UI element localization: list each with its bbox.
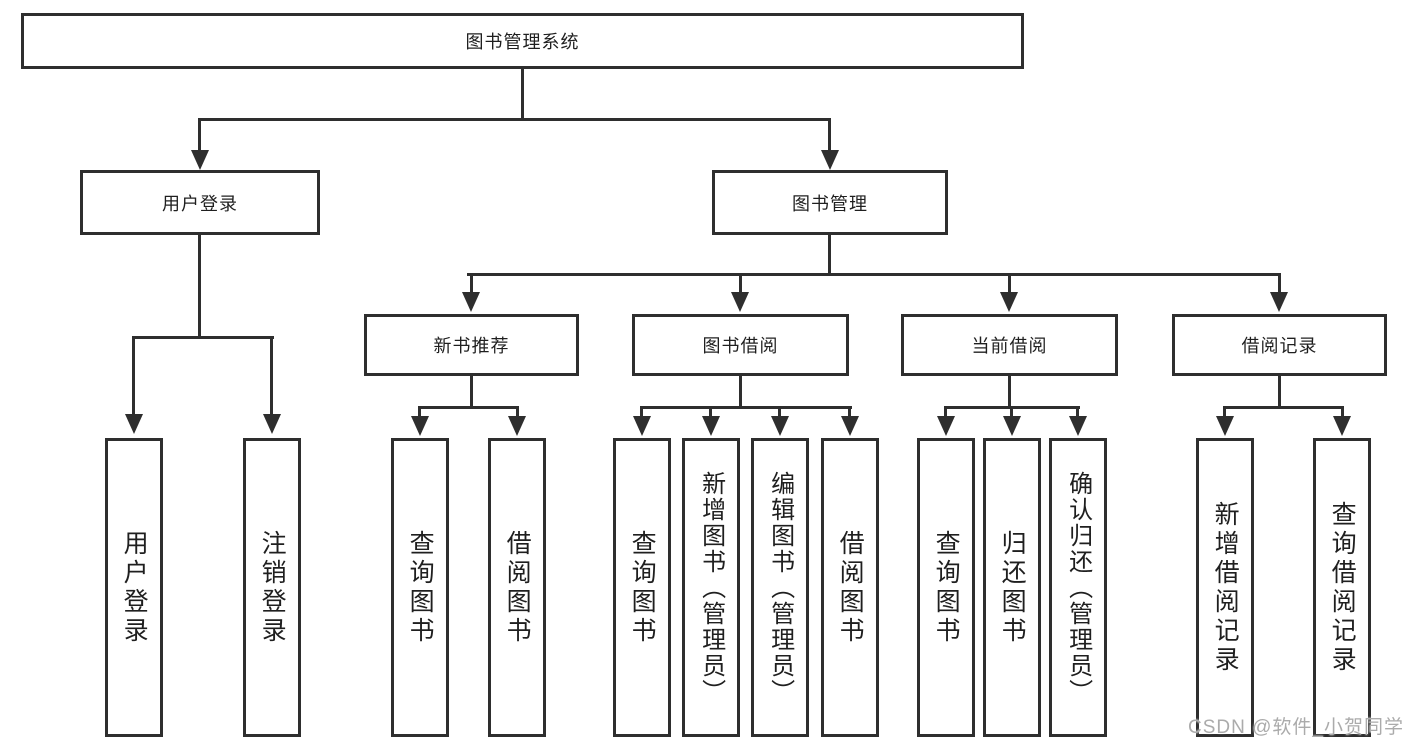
leaf-logout: 注销登录	[243, 438, 301, 737]
connector-leaf-stub	[1223, 406, 1226, 420]
leaf-return-books: 归还图书	[983, 438, 1041, 737]
node-label: 图书管理系统	[465, 32, 580, 52]
node-label: 用户登录	[162, 193, 238, 214]
node-label: 图书管理	[792, 193, 868, 214]
arrowhead-down-icon	[263, 414, 281, 434]
node-borrowing-records: 借阅记录	[1172, 314, 1387, 376]
connector-records-stem	[1278, 376, 1281, 408]
connector-user-login-stem	[198, 234, 201, 338]
arrowhead-down-icon	[633, 416, 651, 436]
connector-root-stem	[521, 69, 524, 120]
leaf-query-books-recommend: 查询图书	[391, 438, 449, 737]
connector-borrowing-stub	[739, 273, 742, 294]
connector-recommend-branch	[418, 406, 519, 409]
node-user-login: 用户登录	[80, 170, 320, 235]
arrowhead-down-icon	[462, 292, 480, 312]
node-label: 新书推荐	[433, 336, 510, 356]
connector-recommend-stub	[470, 273, 473, 294]
connector-leaf-stub	[778, 406, 781, 420]
leaf-query-books-borrowing: 查询图书	[613, 438, 671, 737]
leaf-label: 借阅图书	[836, 529, 865, 646]
connector-records-branch	[1223, 406, 1344, 409]
connector-leaf-stub	[418, 406, 421, 420]
connector-leaf-stub	[1341, 406, 1344, 420]
arrowhead-down-icon	[1003, 416, 1021, 436]
node-library-system: 图书管理系统	[21, 13, 1024, 69]
leaf-label: 编辑图书（管理员）	[766, 470, 794, 705]
node-book-borrowing: 图书借阅	[632, 314, 849, 376]
arrowhead-down-icon	[508, 416, 526, 436]
leaf-confirm-return-admin: 确认归还（管理员）	[1049, 438, 1107, 737]
arrowhead-down-icon	[702, 416, 720, 436]
node-book-management: 图书管理	[712, 170, 948, 235]
leaf-edit-books-admin: 编辑图书（管理员）	[751, 438, 809, 737]
connector-leaf-stub	[848, 406, 851, 420]
leaf-label: 借阅图书	[503, 529, 532, 646]
connector-user-login-stub	[198, 118, 201, 151]
node-current-borrowing: 当前借阅	[901, 314, 1118, 376]
connector-leaf-stub	[1010, 406, 1013, 420]
arrowhead-down-icon	[821, 150, 839, 170]
arrowhead-down-icon	[125, 414, 143, 434]
arrowhead-down-icon	[1333, 416, 1351, 436]
arrowhead-down-icon	[1216, 416, 1234, 436]
connector-leaf-stub	[709, 406, 712, 420]
connector-book-mgmt-stub	[828, 118, 831, 151]
leaf-query-books-current: 查询图书	[917, 438, 975, 737]
leaf-label: 查询图书	[628, 529, 657, 646]
node-new-book-recommend: 新书推荐	[364, 314, 579, 376]
connector-leaf-stub	[516, 406, 519, 420]
leaf-label: 查询图书	[406, 529, 435, 646]
arrowhead-down-icon	[841, 416, 859, 436]
leaf-user-login: 用户登录	[105, 438, 163, 737]
connector-leaf-stub	[1076, 406, 1079, 420]
connector-borrowing-stem	[739, 376, 742, 408]
arrowhead-down-icon	[1069, 416, 1087, 436]
leaf-label: 查询图书	[932, 529, 961, 646]
arrowhead-down-icon	[191, 150, 209, 170]
connector-recommend-stem	[470, 376, 473, 408]
node-label: 当前借阅	[971, 336, 1048, 356]
arrowhead-down-icon	[1270, 292, 1288, 312]
leaf-label: 新增借阅记录	[1211, 500, 1240, 675]
connector-user-leaf1-stub	[132, 336, 135, 416]
connector-current-stub	[1008, 273, 1011, 294]
csdn-watermark: CSDN @软件_小贺同学	[1188, 717, 1404, 738]
leaf-label: 查询借阅记录	[1328, 500, 1357, 675]
node-label: 借阅记录	[1241, 336, 1318, 356]
connector-level2-branch	[198, 118, 831, 121]
connector-level3-branch	[467, 273, 1281, 276]
leaf-label: 新增图书（管理员）	[697, 470, 725, 705]
connector-current-stem	[1008, 376, 1011, 408]
leaf-label: 注销登录	[258, 529, 287, 646]
arrowhead-down-icon	[731, 292, 749, 312]
arrowhead-down-icon	[1000, 292, 1018, 312]
connector-leaf-stub	[640, 406, 643, 420]
node-label: 图书借阅	[702, 336, 779, 356]
connector-book-mgmt-stem	[828, 234, 831, 275]
leaf-label: 用户登录	[120, 529, 149, 646]
arrowhead-down-icon	[937, 416, 955, 436]
leaf-borrow-books-borrowing: 借阅图书	[821, 438, 879, 737]
leaf-borrow-books-recommend: 借阅图书	[488, 438, 546, 737]
arrowhead-down-icon	[771, 416, 789, 436]
connector-leaf-stub	[944, 406, 947, 420]
leaf-add-borrow-record: 新增借阅记录	[1196, 438, 1254, 737]
leaf-label: 确认归还（管理员）	[1064, 470, 1092, 705]
leaf-query-borrow-record: 查询借阅记录	[1313, 438, 1371, 737]
connector-records-stub	[1278, 273, 1281, 294]
leaf-label: 归还图书	[998, 529, 1027, 646]
connector-user-branch	[133, 336, 274, 339]
arrowhead-down-icon	[411, 416, 429, 436]
leaf-add-books-admin: 新增图书（管理员）	[682, 438, 740, 737]
connector-borrowing-branch	[640, 406, 852, 409]
connector-user-leaf2-stub	[270, 336, 273, 416]
